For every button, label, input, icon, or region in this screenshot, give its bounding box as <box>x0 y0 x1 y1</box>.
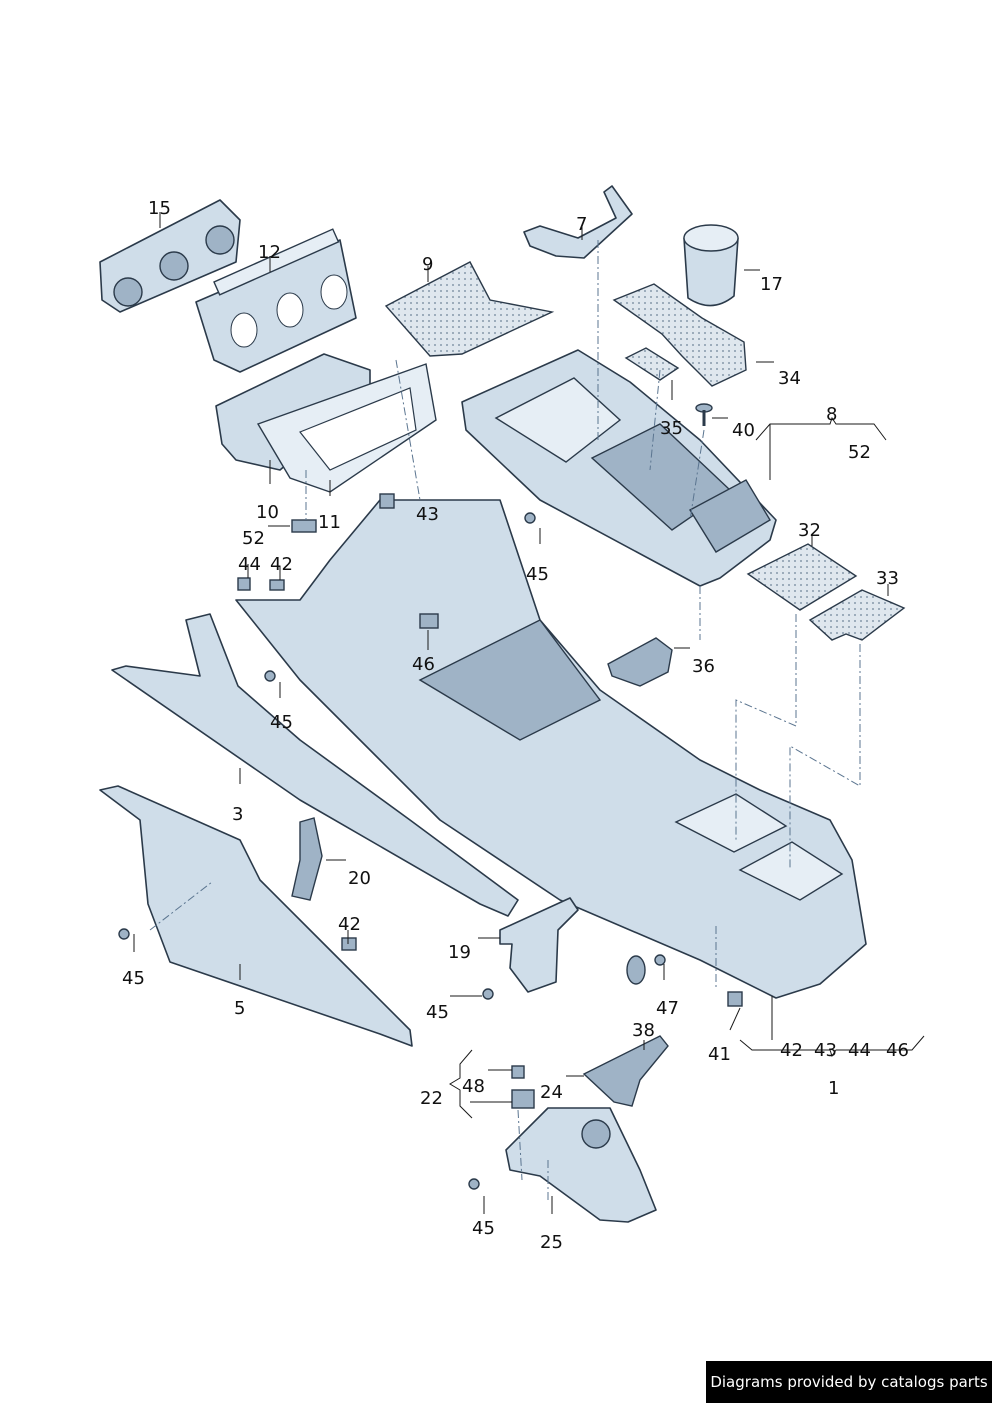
storage-mat <box>384 261 555 357</box>
clip-icon <box>341 937 357 951</box>
callout-label: 24 <box>540 1082 563 1103</box>
callout-label: 12 <box>258 242 281 263</box>
screw-icon <box>482 988 494 1000</box>
callout-label: 10 <box>256 502 279 523</box>
grab-handle <box>523 185 633 259</box>
small-mat <box>624 347 680 381</box>
callout-label: 19 <box>448 942 471 963</box>
callout-label: 43 <box>814 1040 837 1061</box>
lower-bracket <box>499 897 579 993</box>
console-mat-1 <box>746 543 858 611</box>
bracket <box>607 637 673 687</box>
callout-label: 9 <box>422 254 433 275</box>
callout-label: 32 <box>798 520 821 541</box>
cup-mat <box>612 283 747 387</box>
climate-control-panel <box>99 199 241 313</box>
callout-label: 46 <box>886 1040 909 1061</box>
clip-icon <box>727 991 743 1007</box>
callout-label: 3 <box>232 804 243 825</box>
callout-label: 43 <box>416 504 439 525</box>
callout-label: 20 <box>348 868 371 889</box>
callout-label: 25 <box>540 1232 563 1253</box>
leader-lines <box>133 212 925 1214</box>
callout-label: 22 <box>420 1088 443 1109</box>
callout-label: 36 <box>692 656 715 677</box>
callout-label: 45 <box>270 712 293 733</box>
upper-console <box>461 349 777 587</box>
callout-label: 42 <box>270 554 293 575</box>
credit-text: Diagrams provided by catalogs parts <box>710 1373 988 1391</box>
screw-icon <box>654 954 666 966</box>
credit-banner: Diagrams provided by catalogs parts <box>706 1361 992 1403</box>
screw-icon <box>264 670 276 682</box>
console-mat-2 <box>808 589 906 641</box>
callout-label: 47 <box>656 998 679 1019</box>
callout-label: 11 <box>318 512 341 533</box>
storage-compartment <box>215 353 437 493</box>
callout-label: 45 <box>526 564 549 585</box>
callout-label: 17 <box>760 274 783 295</box>
callout-label: 52 <box>848 442 871 463</box>
callout-label: 45 <box>122 968 145 989</box>
screw-icon <box>118 928 130 940</box>
callout-label: 44 <box>848 1040 871 1061</box>
callout-label: 52 <box>242 528 265 549</box>
clip-24 <box>511 1089 535 1109</box>
side-trim-left <box>111 613 519 917</box>
callout-label: 46 <box>412 654 435 675</box>
clip-icon <box>237 577 251 591</box>
center-console <box>235 499 867 999</box>
callout-label: 1 <box>828 1078 839 1099</box>
callout-label: 45 <box>472 1218 495 1239</box>
clip-icon <box>379 493 395 509</box>
callout-label: 15 <box>148 198 171 219</box>
cover-cap <box>626 955 646 985</box>
callout-label: 34 <box>778 368 801 389</box>
screw-icon <box>695 403 713 426</box>
clip-icon <box>419 613 439 629</box>
callout-label: 5 <box>234 998 245 1019</box>
callout-label: 38 <box>632 1020 655 1041</box>
callout-label: 33 <box>876 568 899 589</box>
clip-icon <box>291 519 317 533</box>
screw-icon <box>524 512 536 524</box>
callout-label: 42 <box>338 914 361 935</box>
side-panel <box>99 785 413 1047</box>
clip-48 <box>511 1065 525 1079</box>
trim-frame <box>195 228 357 373</box>
cup-holder-insert <box>683 224 739 307</box>
assembly-lines <box>149 240 861 1200</box>
callout-label: 44 <box>238 554 261 575</box>
callout-label: 48 <box>462 1076 485 1097</box>
callout-label: 8 <box>826 404 837 425</box>
callout-label: 45 <box>426 1002 449 1023</box>
callout-label: 41 <box>708 1044 731 1065</box>
shifter-housing <box>505 1107 657 1223</box>
screw-icon <box>468 1178 480 1190</box>
clip-icon <box>269 579 285 591</box>
callout-label: 7 <box>576 214 587 235</box>
callout-label: 40 <box>732 420 755 441</box>
callout-labels: 15 12 9 7 17 34 35 40 8 52 10 11 52 43 4… <box>122 198 909 1253</box>
shift-bracket <box>582 1035 669 1107</box>
callout-label: 42 <box>780 1040 803 1061</box>
callout-label: 35 <box>660 418 683 439</box>
side-bracket <box>291 817 323 901</box>
